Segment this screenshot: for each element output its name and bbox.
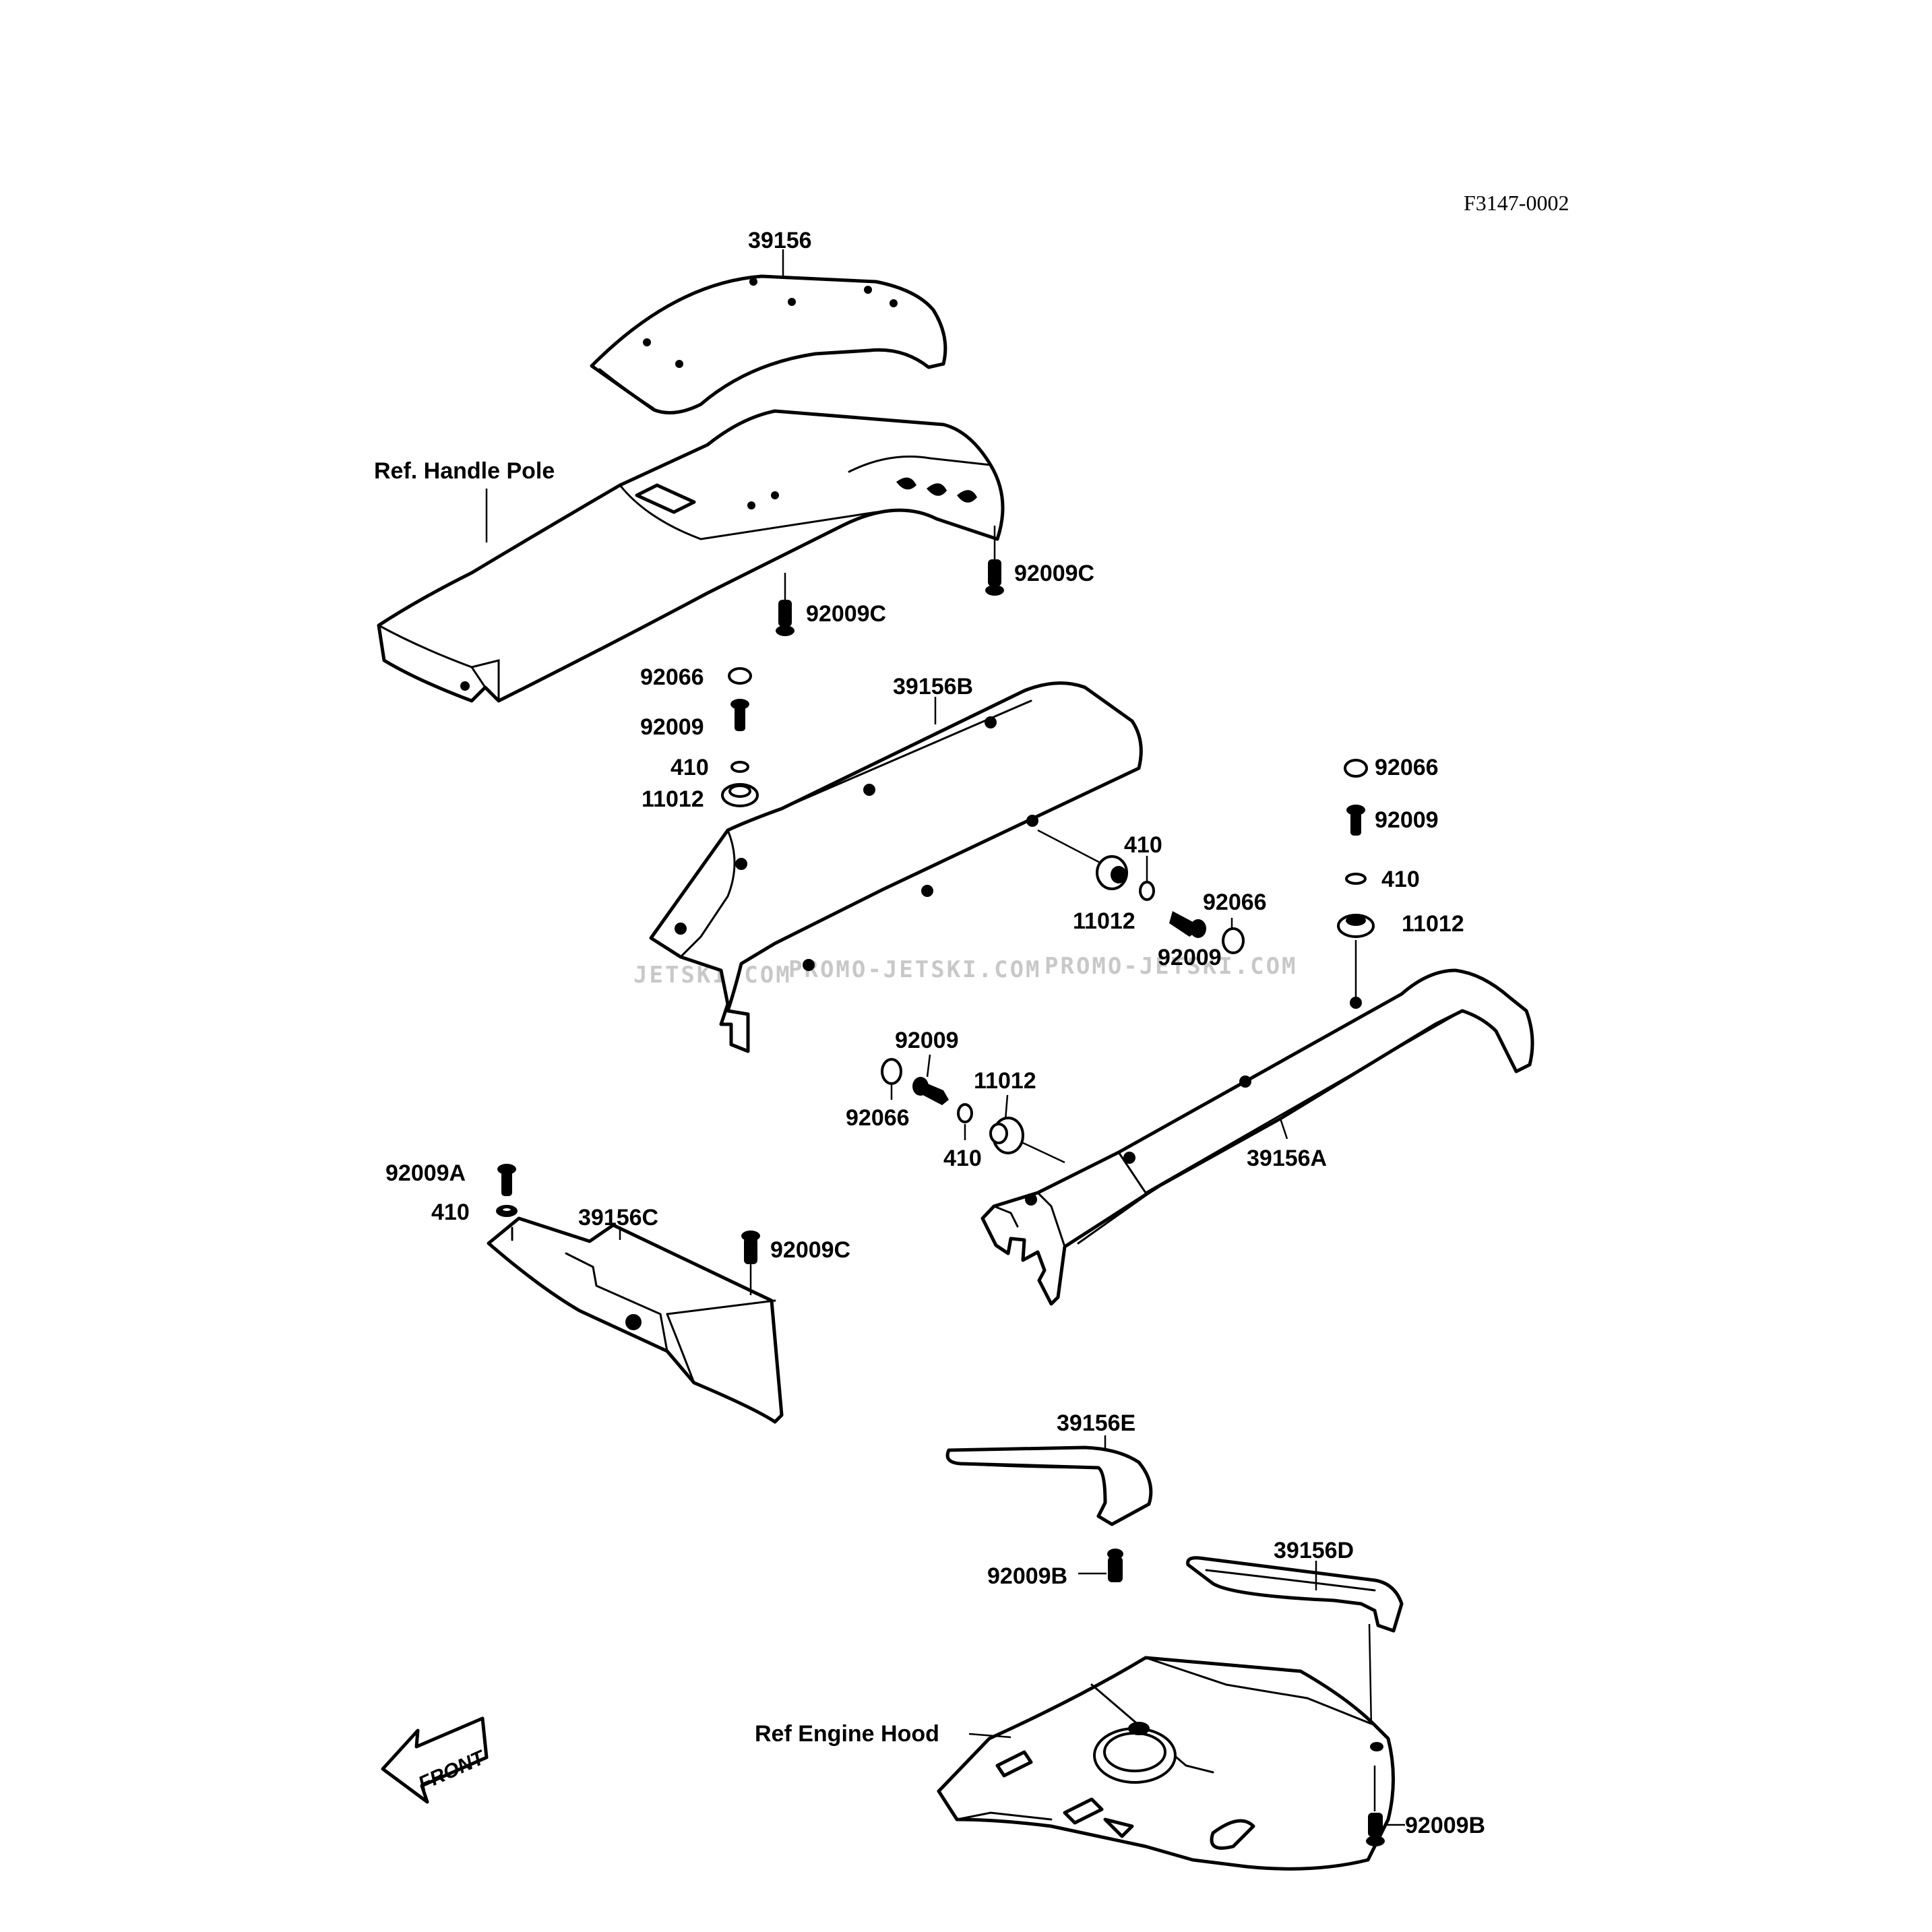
label-410: 410: [1124, 832, 1162, 858]
label-39156b: 39156B: [893, 674, 973, 699]
hardware-39156a: 92009 92066 11012 410: [846, 1028, 1065, 1171]
front-arrow-icon: FRONT: [381, 1716, 489, 1804]
label-39156c: 39156C: [578, 1205, 658, 1230]
label-92066: 92066: [1375, 755, 1439, 780]
figure-code: F3147-0002: [1464, 191, 1569, 215]
watermark-text: PROMO-JETSKI.COM: [788, 956, 1042, 983]
screw-92009c: 92009C: [776, 573, 886, 636]
label-92009c: 92009C: [806, 601, 886, 627]
label-410: 410: [671, 755, 709, 780]
part-39156-cover: 39156: [590, 228, 947, 414]
label-92009c: 92009C: [770, 1237, 850, 1263]
part-39156c: 39156C: [487, 1205, 784, 1424]
screw-92009b: 92009B: [987, 1549, 1123, 1589]
screw-92009b: 92009B: [1366, 1766, 1485, 1846]
label-39156e: 39156E: [1057, 1410, 1135, 1436]
label-ref-handle-pole: Ref. Handle Pole: [374, 458, 555, 484]
hardware-39156c-left: 92009A 410: [385, 1160, 518, 1225]
label-410: 410: [943, 1146, 982, 1171]
label-410: 410: [431, 1199, 470, 1225]
label-92066: 92066: [640, 664, 704, 690]
watermark: JETSKI.COM PROMO-JETSKI.COM PROMO-JETSKI…: [633, 953, 1298, 989]
label-92066: 92066: [846, 1105, 910, 1131]
label-92009b: 92009B: [1405, 1813, 1485, 1838]
part-39156b: 39156B: [649, 674, 1143, 1053]
part-39156e: 39156E: [945, 1410, 1153, 1526]
screw-92009c: 92009C: [985, 526, 1094, 596]
label-11012: 11012: [974, 1068, 1036, 1094]
watermark-text: PROMO-JETSKI.COM: [1045, 953, 1298, 980]
label-92009: 92009: [640, 714, 704, 740]
label-92009: 92009: [1158, 945, 1222, 970]
part-39156a: 39156A: [980, 968, 1534, 1306]
label-92009c: 92009C: [1014, 561, 1094, 586]
hardware-center-right: 11012 410 92066 92009: [1073, 832, 1267, 970]
label-92009a: 92009A: [385, 1160, 466, 1186]
label-39156a: 39156A: [1247, 1146, 1327, 1171]
label-ref-engine-hood: Ref Engine Hood: [755, 1721, 939, 1747]
label-92009b: 92009B: [987, 1563, 1067, 1589]
label-39156d: 39156D: [1274, 1538, 1354, 1563]
label-11012: 11012: [1073, 908, 1135, 934]
handle-pole: Ref. Handle Pole: [374, 409, 1005, 703]
label-11012: 11012: [1402, 911, 1464, 937]
label-92009: 92009: [1375, 807, 1439, 833]
part-39156d: 39156D: [1186, 1538, 1404, 1729]
engine-hood: Ref Engine Hood: [755, 1656, 1395, 1871]
hardware-stack-right: 92066 92009 410 11012: [1337, 755, 1464, 999]
screw-92009c: 92009C: [741, 1230, 850, 1295]
label-11012: 11012: [642, 786, 704, 812]
label-39156: 39156: [748, 228, 812, 253]
label-92066: 92066: [1203, 890, 1267, 915]
label-410: 410: [1381, 867, 1420, 892]
label-92009: 92009: [895, 1028, 959, 1053]
hardware-stack-left: 92066 92009 410 11012: [640, 664, 759, 812]
